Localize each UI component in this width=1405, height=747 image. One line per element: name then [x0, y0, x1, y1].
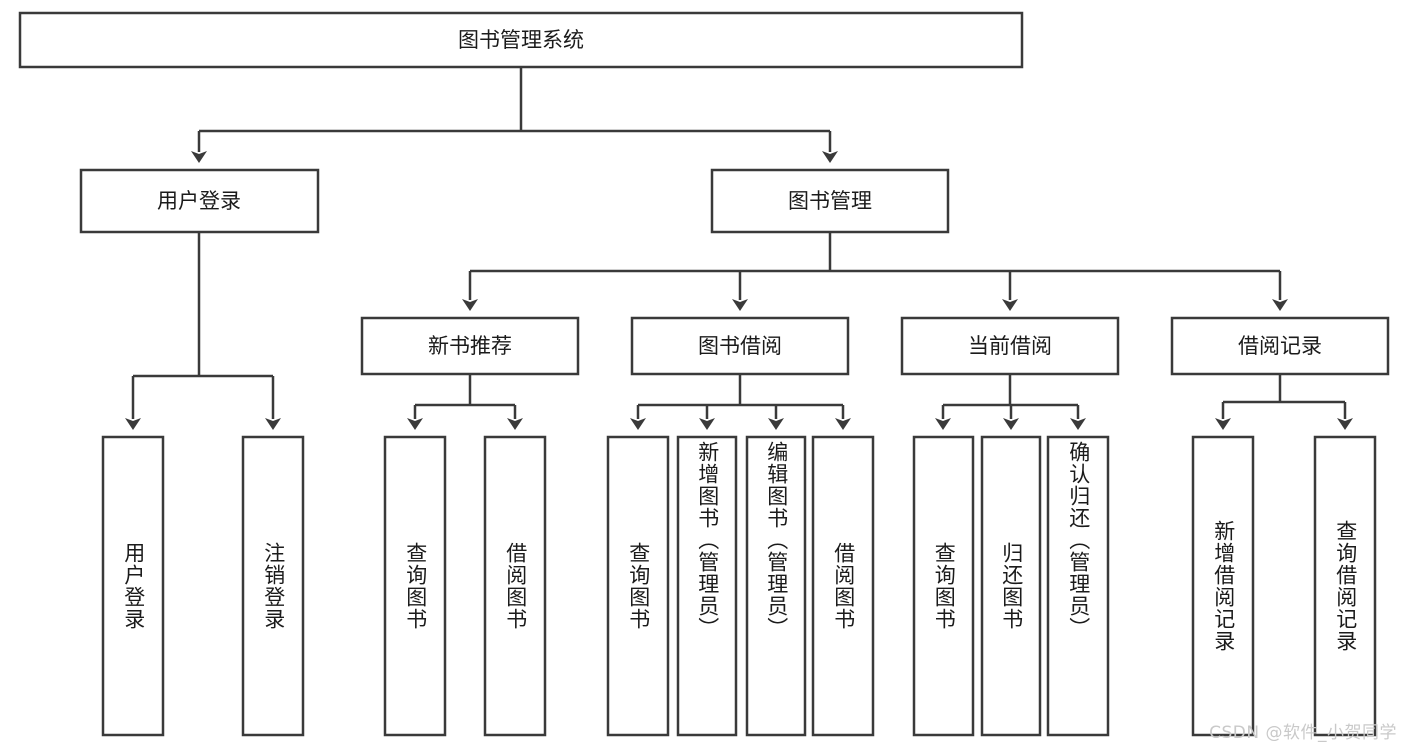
- node-user-login-label: 用户登录: [157, 189, 241, 213]
- node-root-label: 图书管理系统: [458, 28, 584, 52]
- connector-bookborrow-to-leaves: [630, 374, 851, 430]
- leaf-box-add-borrow-record[interactable]: [1191, 435, 1255, 737]
- node-current-borrow-label: 当前借阅: [968, 334, 1052, 358]
- connector-root-to-level2: [191, 67, 838, 163]
- leaf-box-query-borrow-record[interactable]: [1313, 435, 1377, 737]
- connector-newbook-to-leaves: [407, 374, 523, 430]
- node-borrow-record[interactable]: 借阅记录: [1170, 316, 1390, 376]
- connector-userlogin-to-leaves: [125, 232, 281, 430]
- node-new-book-recommend-label: 新书推荐: [428, 334, 512, 358]
- node-borrow-record-label: 借阅记录: [1238, 334, 1322, 358]
- node-new-book-recommend[interactable]: 新书推荐: [360, 316, 580, 376]
- leaf-box-borrow-book-2[interactable]: [811, 435, 875, 737]
- node-book-borrow[interactable]: 图书借阅: [630, 316, 850, 376]
- leaf-box-user-login[interactable]: [101, 435, 165, 737]
- node-book-borrow-label: 图书借阅: [698, 334, 782, 358]
- node-user-login[interactable]: 用户登录: [79, 168, 320, 234]
- connector-borrowrecord-to-leaves: [1215, 374, 1353, 430]
- connector-currentborrow-to-leaves: [935, 374, 1086, 430]
- connector-bookmgmt-to-level3: [462, 232, 1288, 311]
- leaf-box-borrow-book-1[interactable]: [483, 435, 547, 737]
- leaf-box-query-book-2[interactable]: [606, 435, 670, 737]
- leaf-box-add-book[interactable]: [676, 435, 738, 737]
- leaf-box-edit-book[interactable]: [745, 435, 807, 737]
- node-book-management-label: 图书管理: [788, 189, 872, 213]
- leaf-box-query-book-1[interactable]: [383, 435, 447, 737]
- watermark: CSDN @软件_小贺同学: [1209, 723, 1397, 743]
- leaf-box-logout-login[interactable]: [241, 435, 305, 737]
- node-book-management[interactable]: 图书管理: [710, 168, 950, 234]
- leaf-box-confirm-return[interactable]: [1046, 435, 1110, 737]
- node-current-borrow[interactable]: 当前借阅: [900, 316, 1120, 376]
- leaf-boxes: [101, 435, 1377, 737]
- leaf-box-query-book-3[interactable]: [912, 435, 975, 737]
- leaf-box-return-book[interactable]: [980, 435, 1042, 737]
- node-root[interactable]: 图书管理系统: [18, 11, 1024, 69]
